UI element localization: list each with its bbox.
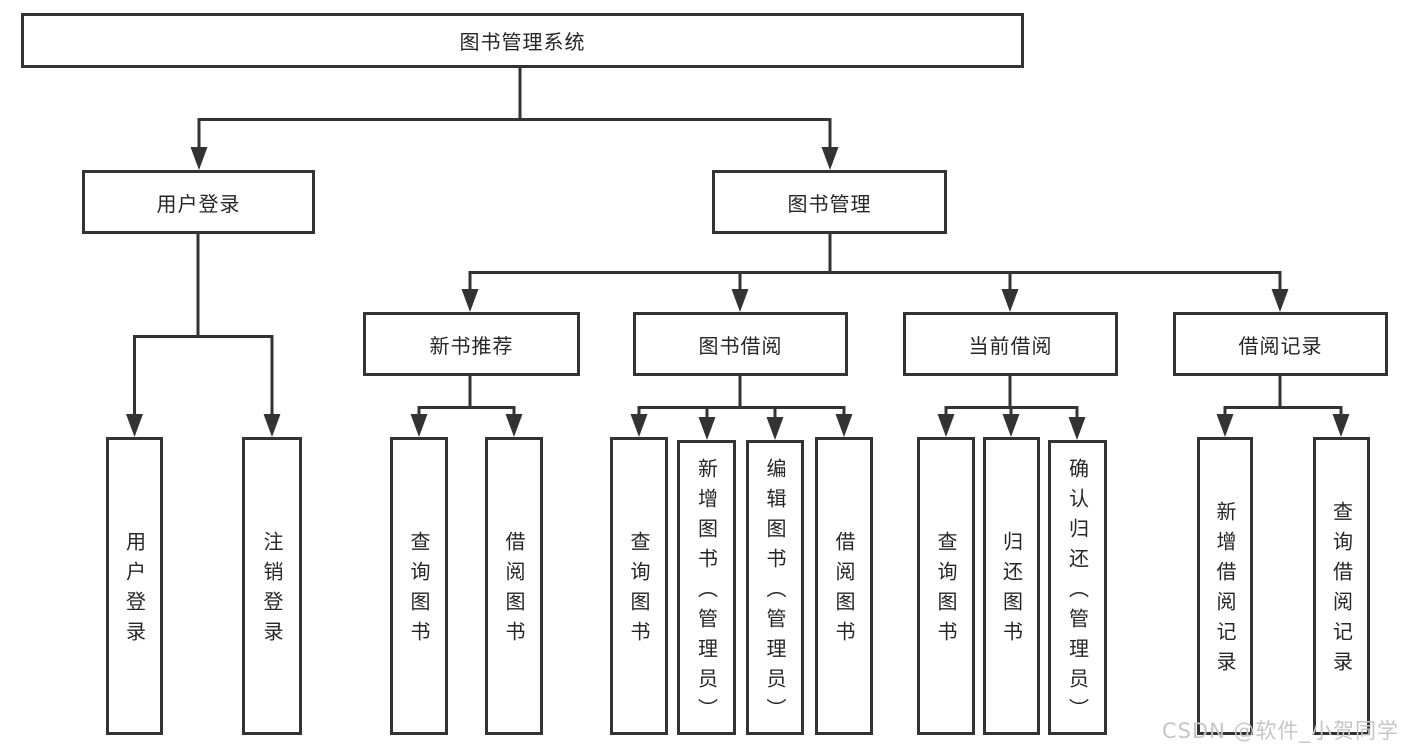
node-br-add: 新增借阅记录 [1197,437,1253,735]
node-label: 借阅记录 [1238,333,1323,358]
node-label: 借阅图书 [502,531,526,651]
node-current: 当前借阅 [903,312,1118,376]
node-label: 用户登录 [156,191,241,216]
node-cb-query: 查询图书 [917,437,975,735]
node-nr-borrow: 借阅图书 [485,437,543,735]
node-nr-query: 查询图书 [390,437,448,735]
node-cb-return: 归还图书 [983,437,1040,735]
node-label: 确认归还（管理员） [1065,457,1090,728]
node-label: 用户登录 [122,531,147,651]
node-label: 图书管理 [787,191,872,216]
node-label: 查询借阅记录 [1329,501,1354,681]
node-label: 查询图书 [627,531,651,651]
node-cb-confirm: 确认归还（管理员） [1048,440,1107,735]
node-bb-edit: 编辑图书（管理员） [746,440,804,735]
node-label: 查询图书 [407,531,431,651]
node-bb-borrow: 借阅图书 [815,437,873,735]
node-label: 新书推荐 [429,333,514,358]
node-bb-add: 新增图书（管理员） [677,440,736,735]
node-label: 图书借阅 [698,333,783,358]
node-root: 图书管理系统 [21,13,1024,68]
node-user-login: 用户登录 [82,170,315,234]
node-new-rec: 新书推荐 [363,312,580,376]
watermark-text: CSDN @软件_小贺同学 [1161,719,1399,743]
node-label: 编辑图书（管理员） [763,457,787,728]
node-label: 图书管理系统 [459,30,586,54]
node-ul-logout: 注销登录 [242,437,302,735]
node-label: 借阅图书 [832,531,856,651]
node-ul-login: 用户登录 [106,437,163,735]
node-label: 注销登录 [260,531,284,651]
node-label: 归还图书 [999,531,1024,651]
node-label: 新增图书（管理员） [694,457,719,728]
node-book-mgmt: 图书管理 [712,170,947,234]
node-label: 新增借阅记录 [1213,501,1237,681]
node-borrow: 图书借阅 [633,312,848,376]
node-records: 借阅记录 [1173,312,1388,376]
node-label: 当前借阅 [968,333,1053,358]
node-br-query: 查询借阅记录 [1313,437,1370,735]
node-label: 查询图书 [934,531,958,651]
node-bb-query: 查询图书 [610,437,668,735]
